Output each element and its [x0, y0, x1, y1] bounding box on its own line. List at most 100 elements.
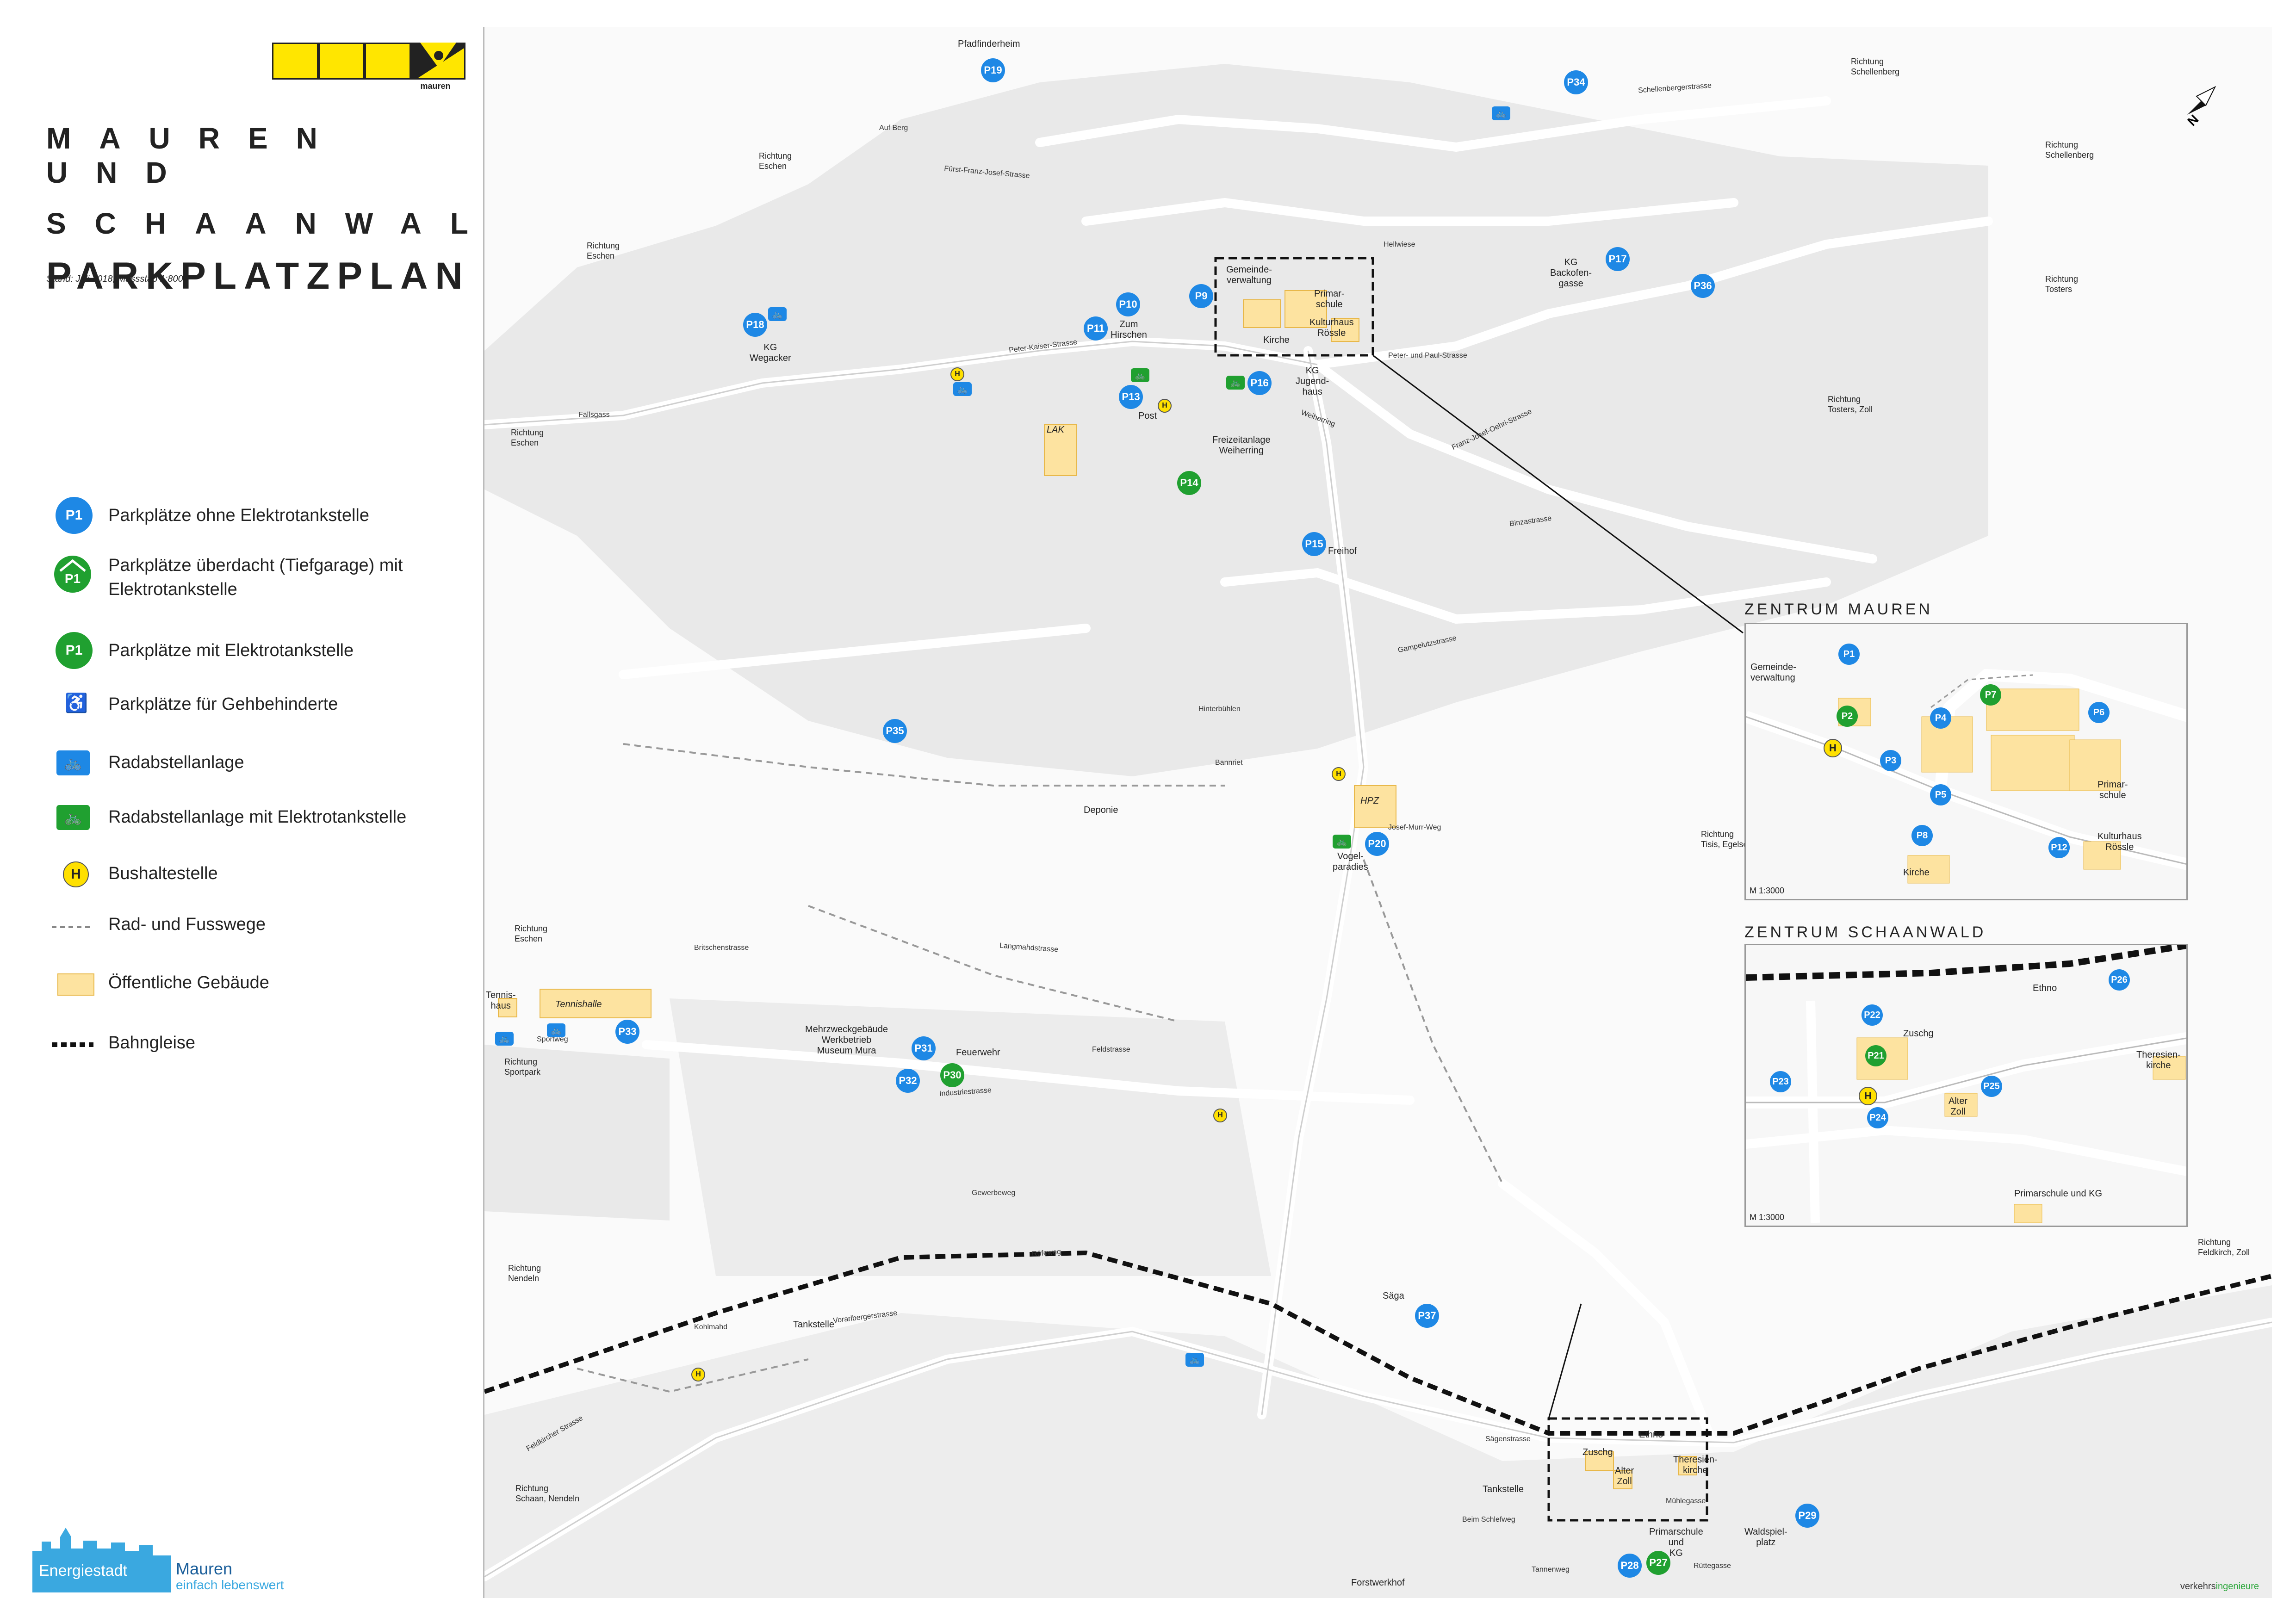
label-gemeinde: Gemeinde-verwaltung	[1226, 265, 1272, 285]
logo-text: mauren	[420, 81, 451, 91]
parking-marker-p8[interactable]: P8	[1911, 825, 1933, 846]
stand-text: Stand: Juli 2018, Massstab 1:8000	[46, 274, 188, 284]
parking-marker-p15[interactable]: P15	[1302, 532, 1326, 556]
street-label: Bannriet	[1215, 759, 1243, 767]
page-title: MAUREN UND SCHAANWALD PARKPLATZPLAN	[46, 121, 518, 298]
label-freihof: Freihof	[1328, 546, 1357, 556]
inset-label-primarkg: Primarschule und KG	[2014, 1189, 2103, 1199]
parking-marker-p32[interactable]: P32	[896, 1069, 920, 1093]
parking-marker-p27[interactable]: P27	[1646, 1551, 1670, 1575]
parking-marker-p7[interactable]: P7	[1980, 684, 2001, 706]
e-bike-parking-icon: 🚲	[1333, 835, 1351, 849]
bus-stop-icon: H	[691, 1368, 705, 1381]
mauren-logo: mauren	[272, 43, 465, 91]
label-post: Post	[1138, 411, 1157, 421]
inset-scale: M 1:3000	[1750, 1213, 1785, 1222]
parking-marker-p36[interactable]: P36	[1691, 274, 1715, 298]
e-parking-marker-icon: P1	[56, 632, 93, 669]
parking-marker-p22[interactable]: P22	[1862, 1004, 1883, 1026]
map-canvas[interactable]: N	[484, 27, 2272, 1598]
label-tankstelle-1: Tankstelle	[793, 1319, 834, 1330]
label-tennishaus: Tennis-haus	[486, 990, 516, 1011]
bus-stop-icon: H	[1332, 767, 1346, 781]
credit-verkehrsingenieure: verkehrsingenieure	[2180, 1581, 2259, 1592]
label-saega: Säga	[1383, 1291, 1404, 1301]
bike-parking-icon: 🚲	[953, 382, 972, 396]
parking-marker-p6[interactable]: P6	[2088, 702, 2110, 723]
parking-marker-p19[interactable]: P19	[981, 58, 1005, 82]
svg-text:P1: P1	[65, 571, 81, 586]
parking-marker-p12[interactable]: P12	[2048, 837, 2070, 858]
parking-marker-p21[interactable]: P21	[1865, 1045, 1886, 1066]
parking-marker-p33[interactable]: P33	[615, 1020, 639, 1044]
inset-label-kirche: Kirche	[1903, 867, 1930, 878]
parking-marker-p28[interactable]: P28	[1618, 1554, 1642, 1578]
parking-marker-p9[interactable]: P9	[1189, 284, 1213, 308]
inset-zentrum-mauren: P1 P2 P3 P4 P5 P6 P7 P8 P12 H Gemeinde-v…	[1744, 623, 2188, 900]
legend-label: Radabstellanlage	[108, 753, 244, 772]
inset-schaanwald-map	[1746, 945, 2186, 1223]
parking-marker-p20[interactable]: P20	[1365, 832, 1389, 856]
parking-marker-p24[interactable]: P24	[1867, 1107, 1888, 1128]
e-bike-parking-icon: 🚲	[1131, 368, 1149, 382]
parking-marker-p16[interactable]: P16	[1247, 371, 1272, 395]
parking-marker-p1[interactable]: P1	[1838, 644, 1860, 665]
parking-marker-p13[interactable]: P13	[1119, 385, 1143, 409]
bike-icon: 🚲	[56, 750, 90, 775]
street-label: Britschenstrasse	[694, 944, 749, 952]
parking-marker-p29[interactable]: P29	[1795, 1504, 1819, 1528]
parking-marker-p25[interactable]: P25	[1981, 1076, 2002, 1097]
parking-marker-p26[interactable]: P26	[2109, 969, 2130, 991]
street-label: Fallsgass	[578, 411, 610, 419]
parking-marker-p11[interactable]: P11	[1084, 316, 1108, 341]
parking-marker-p14[interactable]: P14	[1177, 471, 1201, 495]
parking-marker-p5[interactable]: P5	[1930, 784, 1951, 805]
legend-label: Parkplätze für Gehbehinderte	[108, 694, 338, 714]
bike-parking-icon: 🚲	[1185, 1353, 1204, 1367]
parking-marker-p17[interactable]: P17	[1606, 247, 1630, 271]
parking-marker-p31[interactable]: P31	[912, 1036, 936, 1060]
parking-marker-p10[interactable]: P10	[1116, 292, 1140, 316]
label-theresien: Theresien-kirche	[1673, 1455, 1718, 1475]
inset-label-zuschg: Zuschg	[1903, 1028, 1934, 1039]
title-line-3: PARKPLATZPLAN	[46, 255, 470, 297]
parking-marker-p30[interactable]: P30	[940, 1063, 964, 1087]
parking-marker-p35[interactable]: P35	[883, 719, 907, 743]
parking-marker-p23[interactable]: P23	[1770, 1071, 1791, 1092]
covered-parking-icon: P1	[54, 556, 91, 593]
parking-marker-p34[interactable]: P34	[1564, 70, 1588, 94]
bus-stop-icon: H	[1158, 399, 1172, 413]
legend-label: Parkplätze mit Elektrotankstelle	[108, 641, 354, 660]
parking-marker-p3[interactable]: P3	[1880, 750, 1901, 771]
inset-scale: M 1:3000	[1750, 886, 1785, 895]
legend-public-buildings: Öffentliche Gebäude	[52, 971, 441, 1008]
parking-marker-p4[interactable]: P4	[1930, 707, 1951, 729]
parking-marker-p2[interactable]: P2	[1837, 706, 1858, 727]
label-pfad: Pfadfinderheim	[958, 39, 1020, 49]
legend-label: Parkplätze überdacht (Tiefgarage) mit El…	[108, 556, 403, 599]
bus-stop-icon: H	[63, 861, 89, 887]
energiestadt-slogan: einfach lebenswert	[176, 1578, 284, 1592]
label-tennishalle: Tennishalle	[555, 999, 602, 1010]
parking-marker-p37[interactable]: P37	[1415, 1304, 1439, 1328]
inset-mauren-map	[1746, 669, 2186, 884]
label-deponie: Deponie	[1084, 805, 1118, 815]
legend-handicap: ♿ Parkplätze für Gehbehinderte	[52, 689, 441, 726]
inset-mauren-title: ZENTRUM MAUREN	[1744, 601, 1933, 618]
parking-marker-p18[interactable]: P18	[743, 313, 767, 337]
energiestadt-mauren: Mauren	[176, 1559, 233, 1578]
